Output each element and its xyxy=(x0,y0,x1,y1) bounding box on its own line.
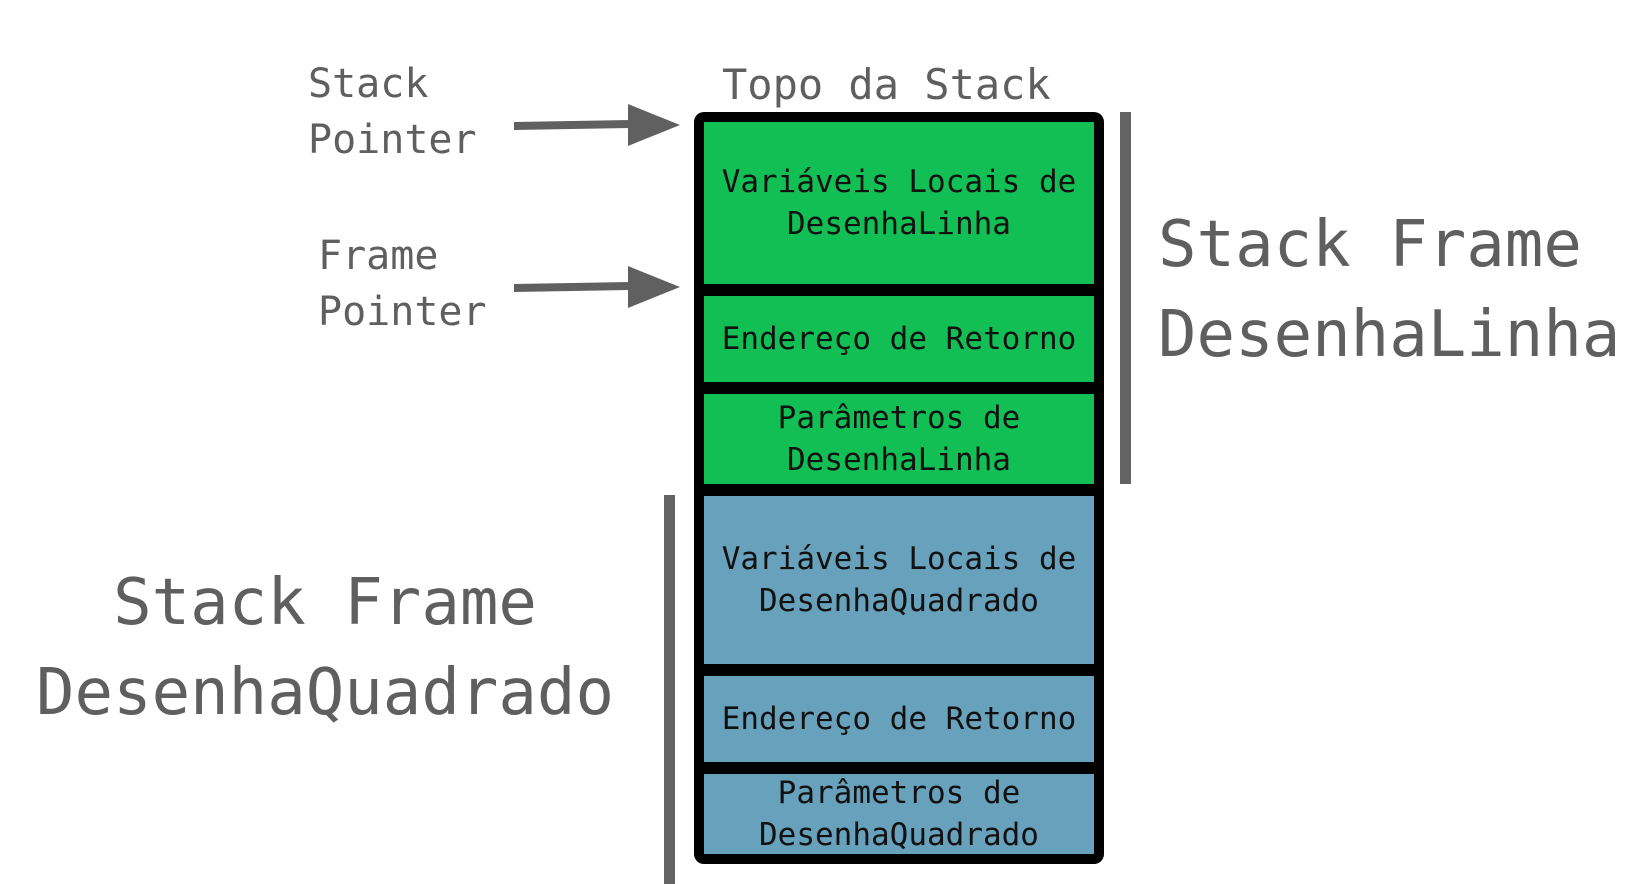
frame-desenhalinha-bracket xyxy=(1120,112,1131,484)
frame-desenhaquadrado-bracket xyxy=(664,495,675,884)
stack-pointer-arrow xyxy=(514,104,680,146)
frame-pointer-arrow xyxy=(514,266,680,308)
cell-params-desenhalinha: Parâmetros de DesenhaLinha xyxy=(704,394,1094,484)
cell-return-address-desenhalinha: Endereço de Retorno xyxy=(704,296,1094,382)
stack-pointer-label: Stack Pointer xyxy=(308,61,477,163)
cell-local-vars-desenhalinha: Variáveis Locais de DesenhaLinha xyxy=(704,122,1094,284)
cell-return-address-desenhaquadrado: Endereço de Retorno xyxy=(704,676,1094,762)
frame-pointer-label: Frame Pointer xyxy=(318,233,487,335)
frame-desenhaquadrado-label: Stack Frame DesenhaQuadrado xyxy=(36,566,614,730)
call-stack: Variáveis Locais de DesenhaLinha Endereç… xyxy=(694,112,1104,864)
frame-desenhalinha-label: Stack Frame DesenhaLinha xyxy=(1158,208,1621,372)
cell-params-desenhaquadrado: Parâmetros de DesenhaQuadrado xyxy=(704,774,1094,854)
cell-local-vars-desenhaquadrado: Variáveis Locais de DesenhaQuadrado xyxy=(704,496,1094,664)
stack-top-label: Topo da Stack xyxy=(722,60,1051,109)
